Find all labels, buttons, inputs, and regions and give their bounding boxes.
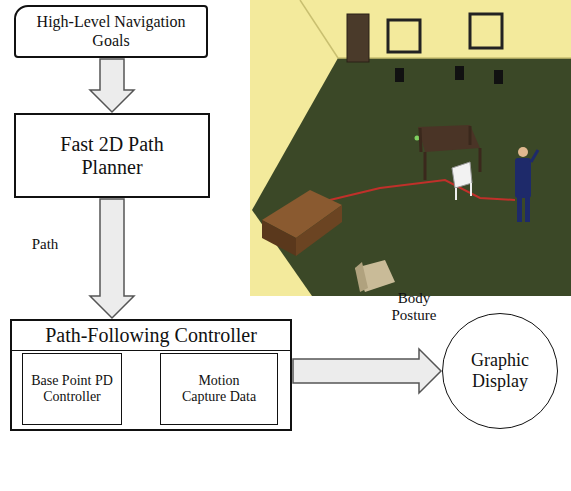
edge-label: Body Posture (384, 290, 444, 325)
node-label: Motion Capture Data (179, 373, 259, 405)
process-box: Fast 2D Path Planner (14, 113, 210, 198)
node-label: Graphic Display (460, 350, 540, 391)
node-label: Fast 2D Path Planner (47, 133, 177, 179)
process-box: Base Point PD Controller (22, 353, 122, 425)
edge-label: Path (20, 236, 70, 253)
node-label: Base Point PD Controller (29, 373, 115, 405)
box-heading: Path-Following Controller (12, 321, 290, 351)
block-arrow (90, 199, 134, 318)
display-circle: Graphic Display (442, 313, 558, 429)
block-arrow (293, 349, 441, 393)
process-box: Motion Capture Data (160, 353, 278, 425)
node-label: High-Level Navigation Goals (36, 13, 186, 50)
process-box: High-Level Navigation Goals (14, 5, 208, 58)
block-arrow (90, 59, 134, 112)
controller-box: Path-Following ControllerBase Point PD C… (10, 319, 292, 431)
